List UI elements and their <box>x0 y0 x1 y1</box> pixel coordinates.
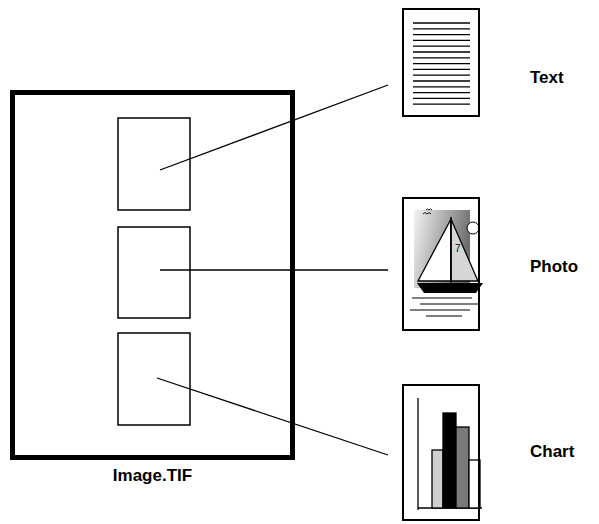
leader-line <box>160 270 388 271</box>
bar-chart-icon <box>418 398 482 510</box>
chart-thumbnail: Chart <box>402 384 480 521</box>
node-label: Image.TIF <box>113 466 192 486</box>
node-label: Photo <box>530 257 578 277</box>
sailboat-photo <box>410 209 483 316</box>
leader-line <box>160 85 388 170</box>
node-label: Chart <box>530 442 574 462</box>
leader-line <box>157 378 388 455</box>
text-page-lines <box>413 23 470 104</box>
photo-thumbnail: Photo <box>402 197 480 331</box>
sail-number: 7 <box>455 244 461 254</box>
file-frame: Image.TIF <box>10 90 295 460</box>
node-label: Text <box>530 68 564 88</box>
text-thumbnail: Text <box>402 8 480 117</box>
region-frames <box>118 118 190 425</box>
